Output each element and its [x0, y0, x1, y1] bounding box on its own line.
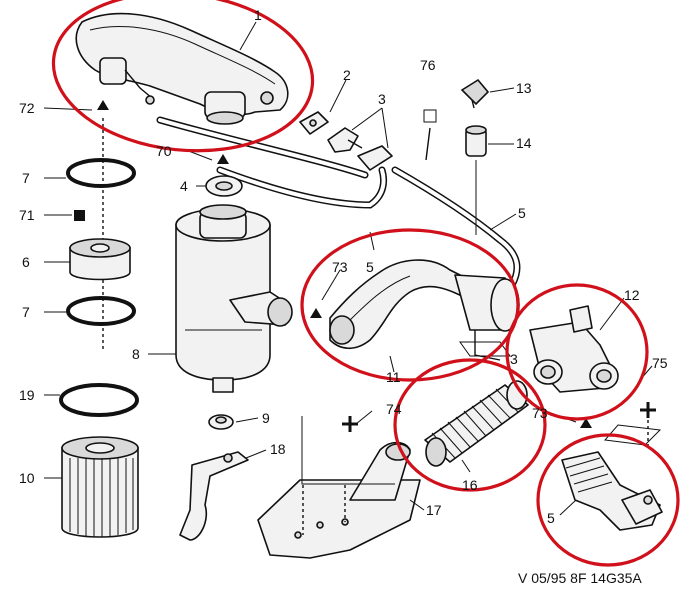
figure-reference: V 05/95 8F 14G35A	[518, 570, 642, 586]
air-intake-manifold	[75, 12, 289, 125]
oil-separator-part-8	[175, 204, 293, 393]
bracket-part-18	[179, 451, 249, 541]
label-71: 71	[19, 207, 35, 223]
label-3-hidden: 3	[510, 351, 518, 367]
seal-part-4	[205, 175, 243, 197]
label-13: 13	[516, 80, 532, 96]
highlight-manifold	[51, 0, 315, 153]
label-2: 2	[343, 67, 351, 83]
label-1: 1	[254, 7, 262, 23]
label-73-right: 73	[532, 405, 548, 421]
label-10: 10	[19, 470, 35, 486]
label-6: 6	[22, 254, 30, 270]
label-5-bottom: 5	[547, 510, 555, 526]
label-14: 14	[516, 135, 532, 151]
leader-lines	[43, 21, 653, 516]
label-76: 76	[420, 57, 436, 73]
highlight-t-piece	[505, 283, 649, 421]
label-8: 8	[132, 346, 140, 362]
grommet-part-9	[208, 414, 234, 430]
highlight-hose-11	[300, 228, 520, 382]
corrugated-hose-part-16	[424, 380, 529, 467]
label-5-top: 5	[518, 205, 526, 221]
connector-part-3	[327, 127, 393, 171]
highlight-circles	[51, 0, 680, 567]
markers	[217, 154, 656, 432]
gasket-part-2	[299, 111, 329, 135]
highlight-boot-5	[536, 433, 680, 567]
label-19: 19	[19, 387, 35, 403]
marker-76	[423, 109, 437, 161]
label-3: 3	[378, 91, 386, 107]
label-75: 75	[652, 355, 668, 371]
vent-pipes	[156, 116, 521, 289]
label-11: 11	[386, 369, 401, 385]
left-parts-stack	[59, 100, 139, 538]
label-4: 4	[180, 178, 188, 194]
plate-part-17	[257, 441, 421, 559]
label-74: 74	[386, 401, 402, 417]
t-piece-part-12	[529, 305, 619, 393]
label-9: 9	[262, 410, 270, 426]
label-72: 72	[19, 100, 35, 116]
label-73-mid: 73	[332, 259, 348, 275]
label-5-mid: 5	[366, 259, 374, 275]
bushing-part-14	[465, 125, 487, 235]
label-70: 70	[156, 143, 172, 159]
cap-part-13	[460, 78, 490, 109]
label-16: 16	[462, 477, 478, 493]
label-12: 12	[624, 287, 640, 303]
label-17: 17	[426, 502, 442, 518]
highlight-hose-16	[393, 358, 547, 492]
label-7-bottom: 7	[22, 304, 30, 320]
label-7-top: 7	[22, 170, 30, 186]
part-labels: 1 2 3 76 13 14 5 72 7 71 6 7 19 10 8 9 1…	[19, 7, 668, 586]
label-18: 18	[270, 441, 286, 457]
hose-part-11	[329, 259, 520, 361]
